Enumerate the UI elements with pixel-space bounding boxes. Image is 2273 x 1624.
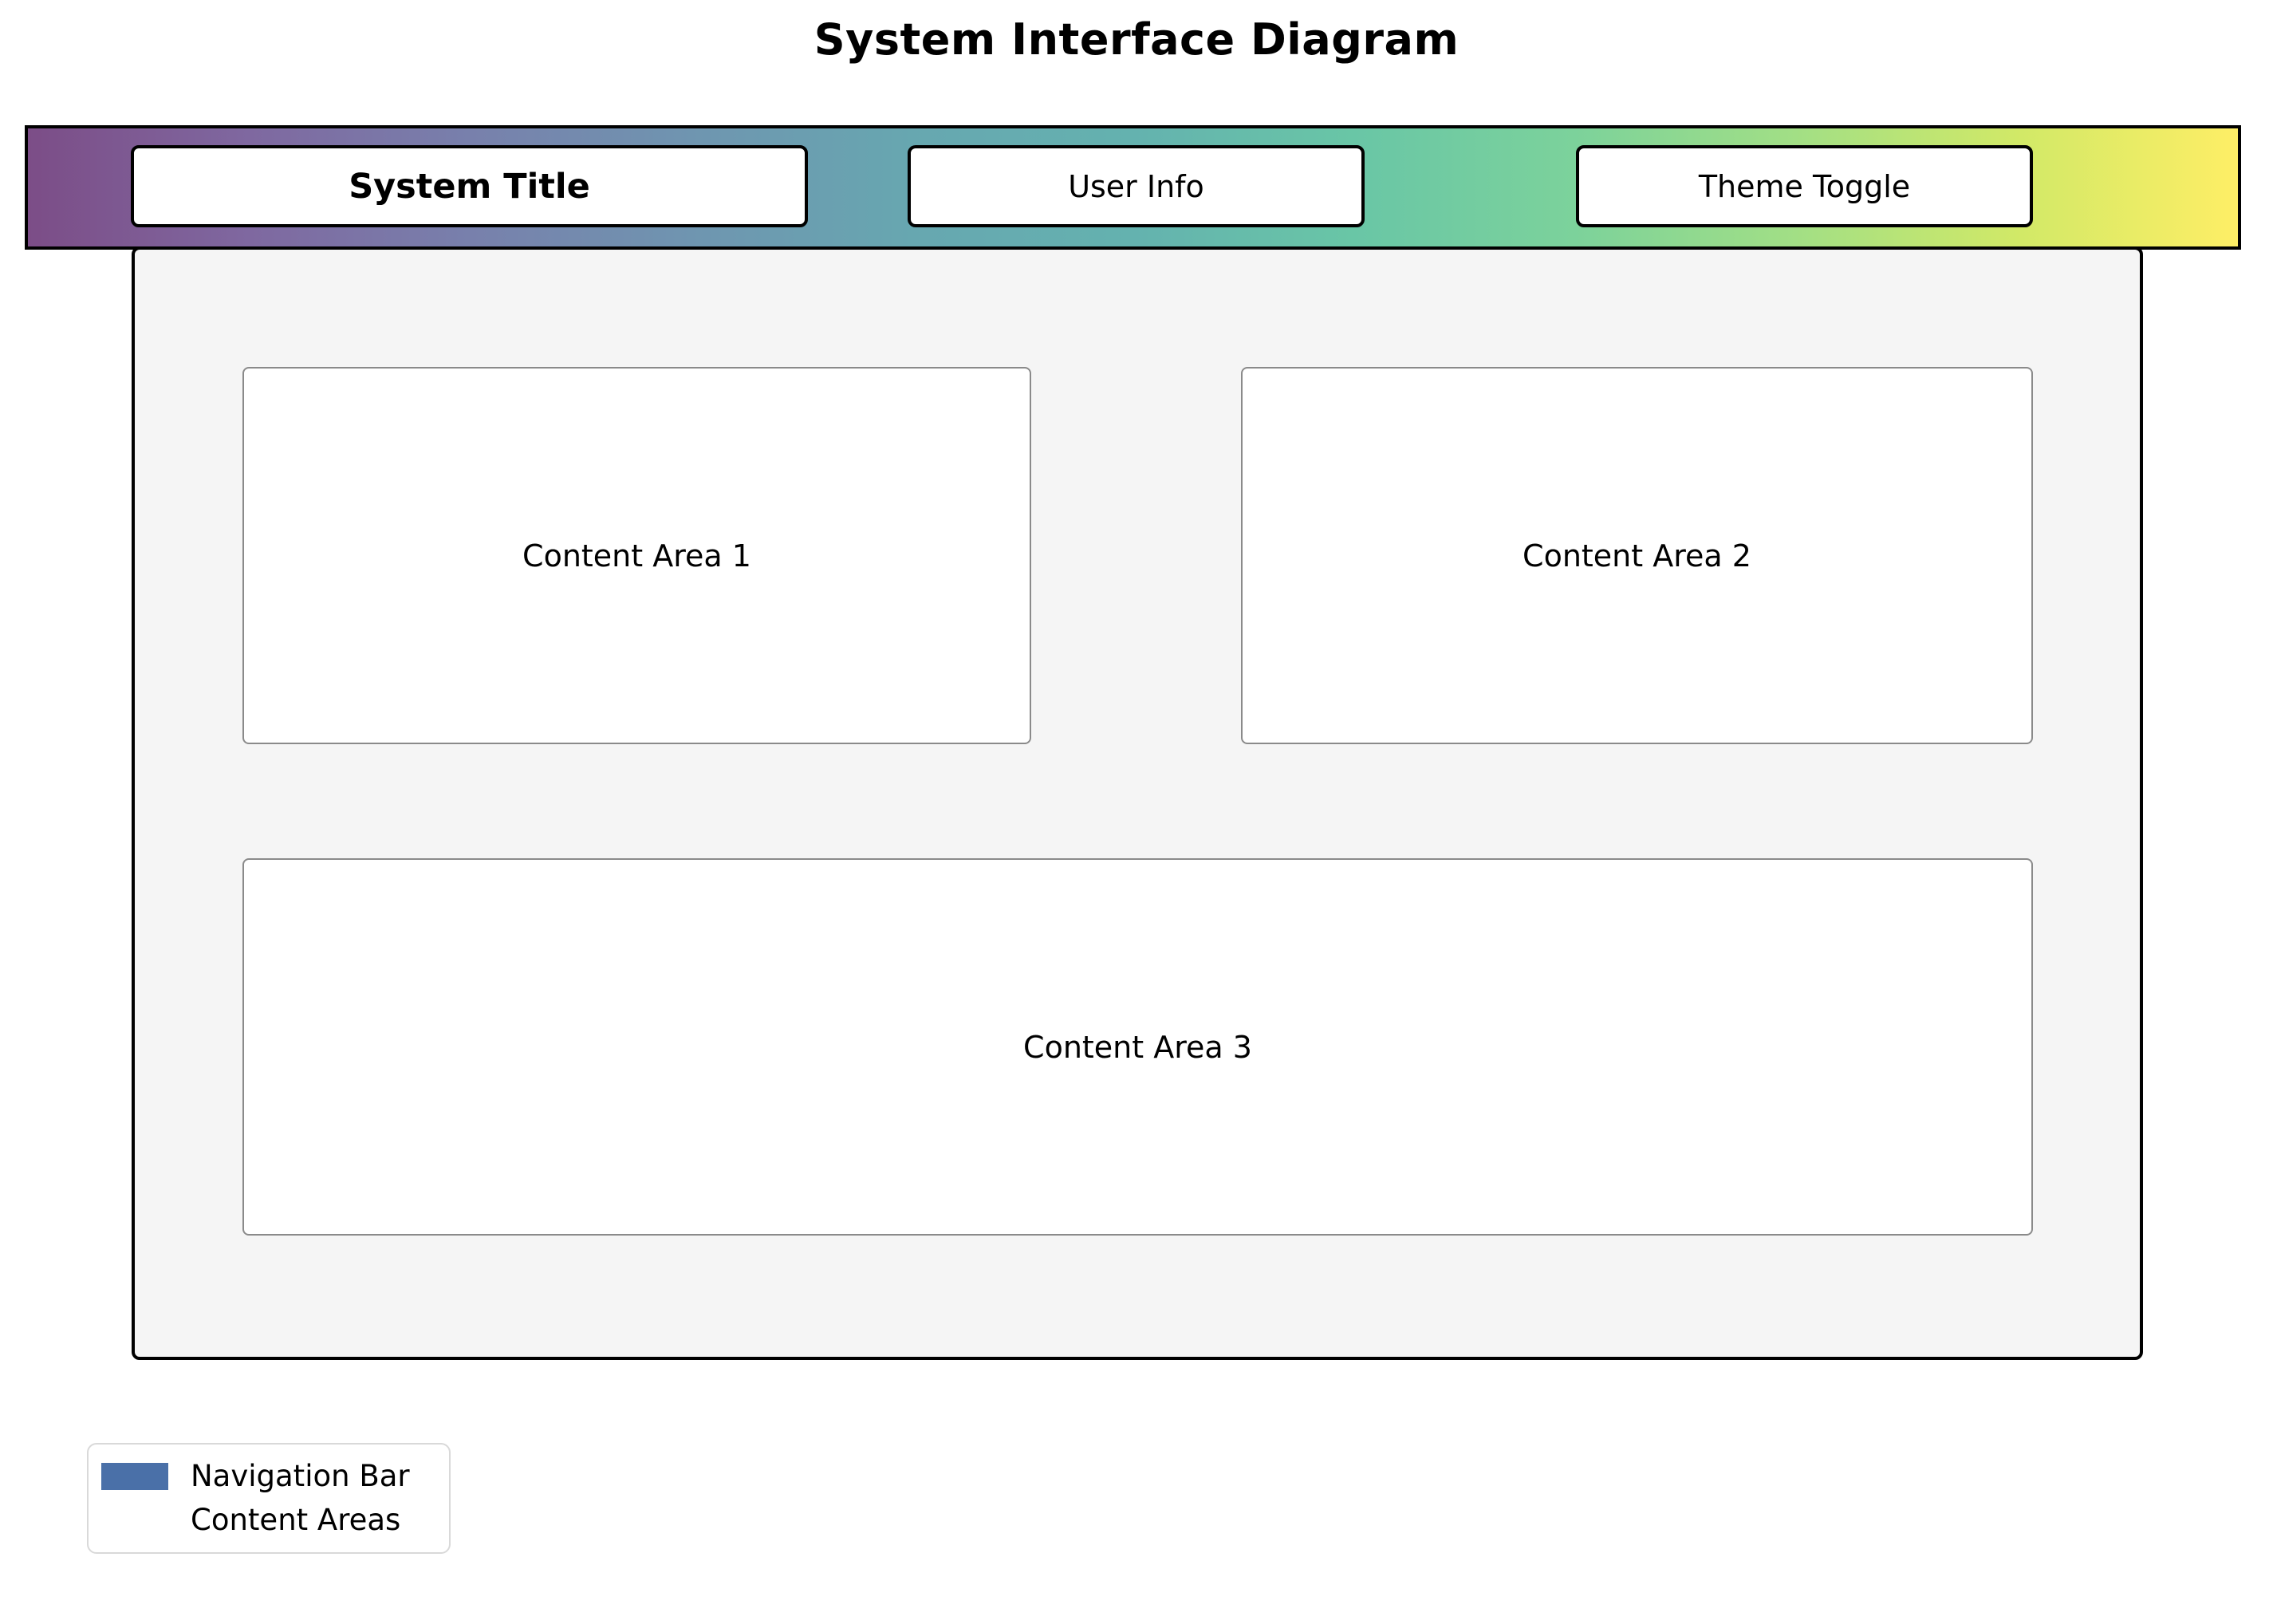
nav-item-system-title[interactable]: System Title (131, 145, 808, 227)
nav-item-theme-toggle[interactable]: Theme Toggle (1576, 145, 2033, 227)
legend-swatch-content-areas (101, 1506, 168, 1534)
legend-label-content-areas: Content Areas (191, 1502, 401, 1537)
legend-swatch-navigation-bar (101, 1463, 168, 1491)
legend-item-content-areas: Content Areas (101, 1504, 436, 1537)
legend: Navigation Bar Content Areas (87, 1443, 451, 1554)
content-area-1: Content Area 1 (242, 367, 1031, 744)
legend-label-navigation-bar: Navigation Bar (191, 1458, 410, 1493)
navigation-bar: System Title User Info Theme Toggle (25, 125, 2241, 250)
content-area-3: Content Area 3 (242, 858, 2033, 1236)
content-area-1-label: Content Area 1 (522, 538, 751, 574)
page-title: System Interface Diagram (813, 14, 1460, 65)
content-area-2-label: Content Area 2 (1523, 538, 1751, 574)
content-area-2: Content Area 2 (1241, 367, 2033, 744)
nav-item-user-info[interactable]: User Info (908, 145, 1365, 227)
content-area-3-label: Content Area 3 (1023, 1029, 1252, 1065)
main-content-panel: Content Area 1 Content Area 2 Content Ar… (132, 246, 2143, 1360)
legend-item-navigation-bar: Navigation Bar (101, 1460, 436, 1493)
